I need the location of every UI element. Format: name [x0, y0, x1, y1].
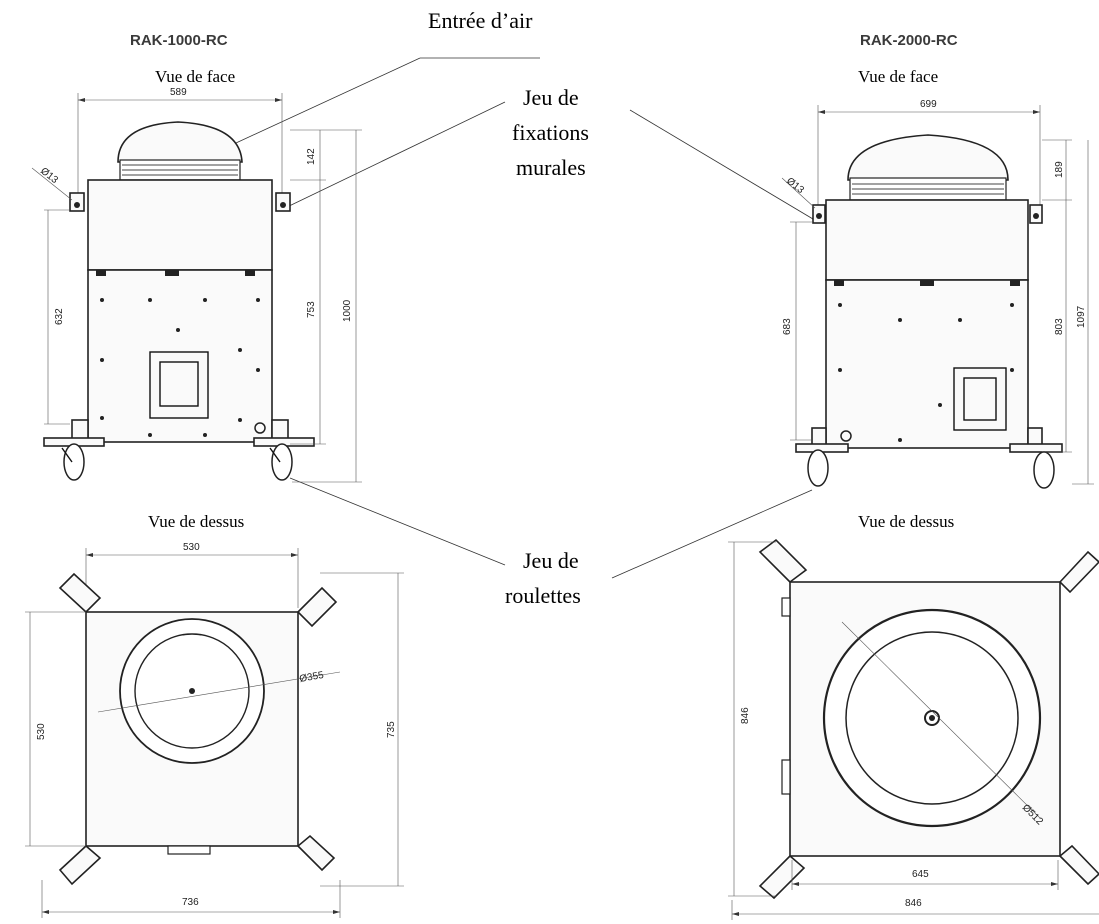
- wall-mount-callout-line1: Jeu de: [523, 85, 579, 110]
- left-caster-wheel-l: [63, 443, 85, 481]
- right-top-arm-tr: [1058, 550, 1099, 594]
- left-dim-mount-span: 632: [54, 308, 65, 325]
- left-access-panel: [149, 351, 209, 419]
- air-inlet-callout: Entrée d’air: [428, 8, 533, 33]
- left-air-inlet-dome: [117, 121, 243, 163]
- wall-mount-leader-left: [284, 101, 506, 209]
- right-air-inlet-dome: [847, 134, 1009, 181]
- left-dim-width: 589: [170, 87, 187, 98]
- left-top-dim-width: 530: [183, 542, 200, 553]
- left-top-dim-outer-width: 736: [182, 897, 199, 908]
- left-upper-housing: [87, 179, 273, 271]
- right-top-view: Ø512 846 645 846: [728, 538, 1099, 920]
- left-top-arm-br: [296, 834, 336, 872]
- left-top-view-label: Vue de dessus: [148, 512, 244, 531]
- left-top-arm-bl: [58, 844, 102, 886]
- right-top-dim-depth: 846: [740, 707, 751, 724]
- right-top-arm-br: [1058, 844, 1099, 886]
- right-dim-dome-height: 189: [1054, 161, 1065, 178]
- left-dim-hole: Ø13: [38, 166, 60, 187]
- right-model-label: RAK-2000-RC: [860, 32, 958, 49]
- air-inlet-leader: [209, 57, 421, 156]
- casters-leader-right: [611, 489, 813, 579]
- right-caster-plate-r: [1009, 443, 1063, 453]
- right-caster-wheel-r: [1033, 451, 1055, 489]
- left-top-arm-tl: [58, 572, 102, 614]
- left-top-view: 530 Ø355 530 735 736: [25, 542, 404, 918]
- wall-mount-leader-right: [629, 109, 819, 223]
- left-dim-dome-height: 142: [306, 148, 317, 165]
- right-lower-cabinet: [825, 279, 1029, 449]
- wall-mount-callout-line2: fixations: [512, 120, 589, 145]
- left-top-arm-tr: [296, 586, 338, 628]
- right-dim-body-height: 803: [1054, 318, 1065, 335]
- left-model-label: RAK-1000-RC: [130, 32, 228, 49]
- right-dim-total-height: 1097: [1076, 305, 1087, 328]
- left-dim-total-height: 1000: [342, 299, 353, 322]
- right-top-arm-bl: [758, 854, 806, 900]
- left-top-dim-depth: 530: [36, 723, 47, 740]
- casters-callout-line2: roulettes: [505, 583, 581, 608]
- right-dim-mount-span: 683: [782, 318, 793, 335]
- left-dim-body-height: 753: [306, 301, 317, 318]
- right-upper-housing: [825, 199, 1029, 281]
- right-top-dim-outer-width: 846: [905, 898, 922, 909]
- left-front-view-label: Vue de face: [155, 67, 235, 86]
- left-caster-wheel-r: [271, 443, 293, 481]
- right-caster-wheel-l: [807, 449, 829, 487]
- left-front-view: 589 Ø13: [31, 87, 362, 483]
- right-dim-hole: Ø13: [784, 176, 806, 197]
- left-lower-cabinet: [87, 269, 273, 443]
- casters-leader-left: [289, 477, 506, 566]
- left-top-dim-outer-depth: 735: [386, 721, 397, 738]
- right-dim-width: 699: [920, 99, 937, 110]
- right-access-panel: [953, 367, 1007, 431]
- left-dim-fan-dia: Ø355: [299, 670, 325, 685]
- right-top-view-label: Vue de dessus: [858, 512, 954, 531]
- right-top-dim-inner-width: 645: [912, 869, 929, 880]
- wall-mount-callout-line3: murales: [516, 155, 586, 180]
- right-top-arm-tl: [758, 538, 808, 584]
- casters-callout-line1: Jeu de: [523, 548, 579, 573]
- right-front-view-label: Vue de face: [858, 67, 938, 86]
- right-front-view: 699 Ø13 683 189: [781, 99, 1094, 489]
